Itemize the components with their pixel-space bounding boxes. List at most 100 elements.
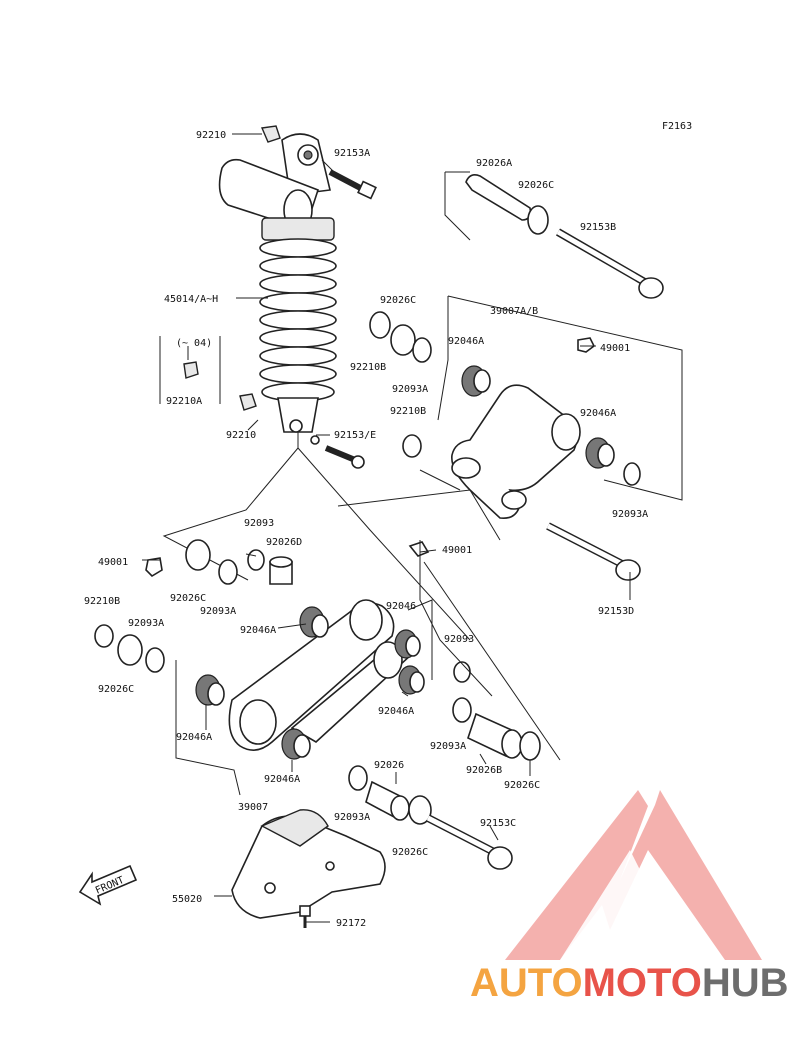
shock-spring [259, 238, 337, 402]
label-92093A-f: 92093A [334, 812, 370, 823]
guard-55020 [231, 809, 386, 919]
label-92172: 92172 [336, 918, 366, 929]
bearing-92046A-lower-2 [398, 665, 425, 695]
bolt-92153A [328, 169, 377, 200]
label-92026C-top: 92026C [518, 180, 554, 191]
label-92153C: 92153C [480, 818, 516, 829]
label-92046A-f: 92046A [264, 774, 300, 785]
automotohub-logo-icon [505, 790, 762, 960]
rocker-arm-39007AB [451, 384, 581, 520]
label-92153E: 92153/E [334, 430, 376, 441]
watermark-text: AUTOMOTOHUB [470, 961, 789, 1005]
label-92026C-e: 92026C [504, 780, 540, 791]
label-92046A-a: 92046A [448, 336, 484, 347]
label-92046A-e: 92046A [176, 732, 212, 743]
label-92210B-a: 92210B [350, 362, 386, 373]
watermark-part-moto: MOTO [583, 961, 702, 1005]
label-92093-b: 92093 [444, 634, 474, 645]
bearing-92046A-upper-right [585, 437, 615, 469]
label-92093A-b: 92093A [612, 509, 648, 520]
washer-92093A-f [348, 765, 368, 791]
washer-92093-b [453, 661, 471, 683]
label-92026C-f: 92026C [392, 847, 428, 858]
label-49001-right: 49001 [600, 343, 630, 354]
label-92026B: 92026B [466, 765, 502, 776]
label-04: (~ 04) [176, 338, 212, 349]
label-45014: 45014/A~H [164, 294, 218, 305]
bolt-92153B [555, 228, 664, 299]
label-92046A-c: 92046A [240, 625, 276, 636]
grease-nipple-49001-left [145, 557, 163, 578]
bearing-92046A-upper-left [461, 365, 491, 397]
grease-nipple-49001-mid [408, 541, 430, 557]
label-92026C-b: 92026C [380, 295, 416, 306]
label-92093A-c: 92093A [200, 606, 236, 617]
washer-92026C-c [185, 539, 211, 571]
washer-92210B-b [402, 434, 422, 458]
bearing-92046A-lower-4 [281, 728, 311, 760]
label-92026C-c: 92026C [170, 593, 206, 604]
washer-92026C-f [408, 795, 432, 825]
label-92153B: 92153B [580, 222, 616, 233]
label-92153D: 92153D [598, 606, 634, 617]
washer-92210B-c [94, 624, 114, 648]
washer-92093A-c [218, 559, 238, 585]
leader-lines [142, 133, 631, 923]
label-92210B-c: 92210B [84, 596, 120, 607]
label-49001-left: 49001 [98, 557, 128, 568]
watermark: AUTOMOTOHUB [470, 961, 789, 1005]
washer-92093A-a [412, 337, 432, 363]
label-92026D: 92026D [266, 537, 302, 548]
label-92093A-d: 92093A [128, 618, 164, 629]
washer-92026C-d [117, 634, 143, 666]
label-92093A-a: 92093A [392, 384, 428, 395]
washer-92093A-right [623, 462, 641, 486]
label-92210-top: 92210 [196, 130, 226, 141]
washer-92210B-a [369, 311, 391, 339]
collar-92026 [365, 780, 410, 821]
label-92026C-d: 92026C [98, 684, 134, 695]
bearing-92046-mid [394, 629, 421, 659]
washer-92026C-b [390, 324, 416, 356]
bolt-92153C [426, 814, 513, 870]
label-49001-mid: 49001 [442, 545, 472, 556]
nut-92210-top [260, 125, 281, 143]
label-39007AB: 39007A/B [490, 306, 538, 317]
nut-92210A [183, 361, 199, 379]
washer-92026C-top [527, 205, 549, 235]
label-92026: 92026 [374, 760, 404, 771]
tie-rod-39007 [228, 599, 414, 751]
washer-92093A-d [145, 647, 165, 673]
label-39007: 39007 [238, 802, 268, 813]
collar-92026D [269, 556, 293, 585]
label-92046A-b: 92046A [580, 408, 616, 419]
bearing-92046A-lower-1 [299, 606, 329, 638]
label-92210A: 92210A [166, 396, 202, 407]
watermark-part-auto: AUTO [470, 961, 583, 1005]
label-55020: 55020 [172, 894, 202, 905]
bolt-92172 [299, 905, 311, 928]
bolt-92153E [310, 435, 365, 469]
watermark-part-hub: HUB [702, 961, 789, 1005]
washer-92026C-e [519, 731, 541, 761]
label-92026A: 92026A [476, 158, 512, 169]
label-92210-mid: 92210 [226, 430, 256, 441]
diagram-code: F2163 [662, 121, 692, 132]
collar-92026A [465, 174, 532, 221]
label-92046: 92046 [386, 601, 416, 612]
shock-absorber [218, 133, 337, 448]
label-92093A-e: 92093A [430, 741, 466, 752]
collar-92026B [467, 712, 523, 759]
washer-92093-a [247, 549, 265, 571]
front-arrow-icon: FRONT [78, 864, 138, 906]
bolt-92153D [546, 522, 641, 581]
bearing-92046A-lower-3 [195, 674, 225, 706]
grease-nipple-49001-right [577, 337, 596, 353]
label-92046A-d: 92046A [378, 706, 414, 717]
washer-92093A-e [452, 697, 472, 723]
label-92153A: 92153A [334, 148, 370, 159]
label-92210B-b: 92210B [390, 406, 426, 417]
label-92093-a: 92093 [244, 518, 274, 529]
nut-92210-mid [239, 393, 257, 411]
